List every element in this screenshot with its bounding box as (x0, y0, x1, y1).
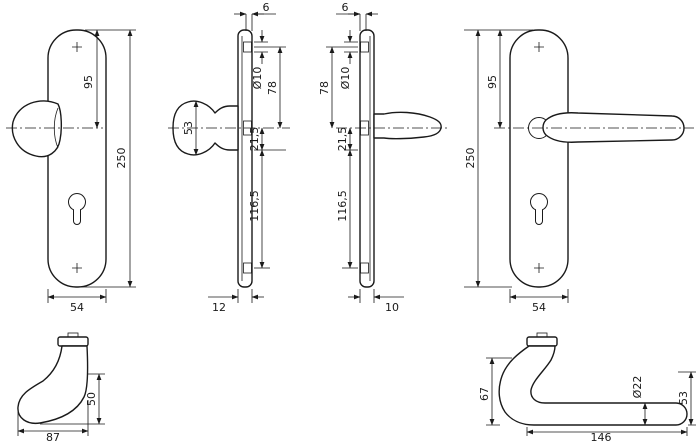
view-side-profile-knob: 6 Ø10 78 53 21,5 116,5 12 (168, 1, 290, 314)
dim-d22-label: Ø22 (631, 376, 644, 399)
extension-lines-6 (245, 13, 276, 31)
dim-12-label: 12 (212, 301, 226, 314)
dim-78-label: 78 (266, 81, 279, 95)
dim-10-label: 10 (385, 301, 399, 314)
dim-54-label: 54 (70, 301, 84, 314)
plate-profile-outline (359, 29, 375, 288)
extension-lines-6 (336, 13, 367, 31)
extension-lines-50 (40, 373, 105, 425)
screw-cross-bottom (72, 263, 82, 273)
view-knob-side: 50 87 (17, 332, 105, 441)
backplate-outline (47, 29, 107, 288)
dim-53-label: 53 (182, 121, 195, 135)
euro-cylinder-hole (68, 193, 86, 225)
view-lever-side: Ø22 53 67 146 (478, 332, 696, 441)
backplate-outline (509, 29, 569, 288)
screw-cross-bottom (534, 263, 544, 273)
dim-250-label: 250 (115, 148, 128, 169)
view-side-profile-lever: 6 Ø10 78 21,5 116,5 10 (318, 1, 450, 314)
dim-d10-label: Ø10 (339, 67, 352, 90)
extension-lines (80, 29, 136, 288)
dim-250-label: 250 (464, 148, 477, 169)
dim-95-label: 95 (486, 75, 499, 89)
lever-profile-outline (373, 111, 442, 140)
screw-boss-top (243, 41, 252, 53)
dim-116-5-label: 116,5 (336, 190, 349, 222)
screw-boss-bottom (243, 262, 252, 274)
euro-cylinder-hole (530, 193, 548, 225)
dim-6-label: 6 (263, 1, 270, 14)
dim-53-label: 53 (677, 391, 690, 405)
dim-67-label: 67 (478, 387, 491, 401)
dim-78-label: 78 (318, 81, 331, 95)
plate-profile-outline (237, 29, 253, 288)
dim-50-label: 50 (85, 392, 98, 406)
screw-boss-top (360, 41, 369, 53)
dim-95-label: 95 (82, 75, 95, 89)
dim-54-label: 54 (532, 301, 546, 314)
dim-21-5-label: 21,5 (248, 127, 261, 152)
dim-146-label: 146 (591, 431, 612, 441)
view-front-plate-knob: 95 250 54 (6, 29, 136, 314)
dim-6-label: 6 (342, 1, 349, 14)
dim-116-5-label: 116,5 (248, 190, 261, 222)
dim-87-label: 87 (46, 431, 60, 441)
extension-lines-10 (359, 289, 375, 303)
knob-mount-cap (57, 336, 89, 347)
extension-lines-12 (237, 289, 253, 303)
dim-d10-label: Ø10 (251, 67, 264, 90)
lever-side-outline (498, 345, 688, 426)
lever-front-outline (542, 112, 685, 143)
dim-21-5-label: 21,5 (336, 127, 349, 152)
screw-cross-top (72, 42, 82, 52)
view-front-plate-lever: 95 250 54 (464, 29, 694, 314)
lever-mount-cap (526, 336, 558, 347)
knob-side-outline (17, 345, 89, 425)
screw-cross-top (534, 42, 544, 52)
screw-boss-bottom (360, 262, 369, 274)
knob-front-outline (11, 100, 63, 158)
